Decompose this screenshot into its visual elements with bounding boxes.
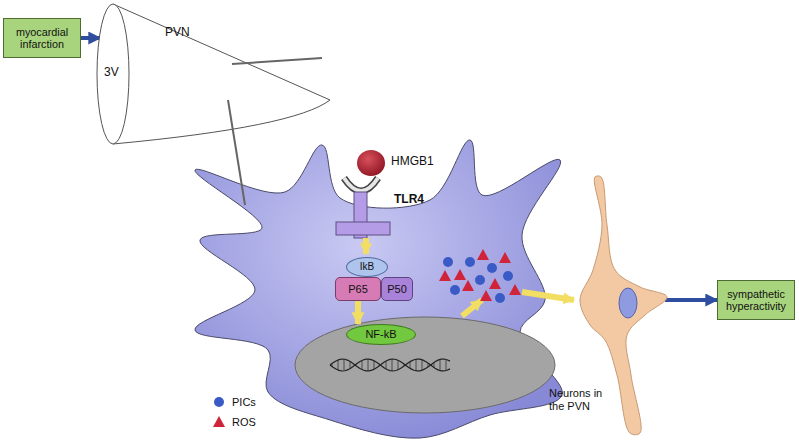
dna-rung (404, 364, 405, 366)
pic-dot (487, 263, 497, 273)
signal-arrow (522, 292, 574, 300)
ros-triangle (439, 270, 451, 281)
dna-rung (362, 360, 363, 369)
ros-triangle (509, 284, 521, 295)
dna-rung (386, 361, 387, 369)
brain-slice: 3V PVN (95, 2, 335, 145)
hmgb1-oval (355, 148, 387, 178)
dna-rung (380, 364, 381, 365)
signal-arrow (665, 298, 717, 302)
pic-dot (503, 271, 513, 281)
pic-dot (450, 285, 460, 295)
node-text: IkB (360, 261, 374, 273)
node-text: P50 (387, 283, 407, 296)
nucleus (295, 317, 555, 413)
ros-triangle (480, 290, 492, 301)
node-text: Neurons in the PVN (549, 387, 615, 412)
ros-triangle (477, 249, 489, 260)
ikb-protein: IkB (346, 257, 388, 277)
dna-strand (330, 359, 450, 371)
ros-triangle (213, 416, 225, 427)
pic-dot (465, 257, 475, 267)
dna-rung (374, 361, 375, 369)
dna-rung (446, 359, 447, 370)
section-line (232, 58, 322, 64)
receptor-cup (344, 178, 378, 191)
node-text: myocardial infarction (7, 26, 77, 51)
neuron-nucleus (619, 288, 637, 318)
ros-triangle (499, 252, 511, 263)
dna-rung (344, 359, 345, 371)
dna-helix (330, 359, 450, 371)
slice-cone (113, 4, 330, 144)
pvn-neuron: Neurons in the PVN (545, 175, 670, 437)
legend-row: PICs (212, 392, 256, 412)
dna-rung (410, 362, 411, 369)
receptor-label: TLR4 (394, 193, 424, 207)
node-text: PVN (165, 26, 190, 40)
legend-row: ROS (212, 412, 256, 432)
pic-dot (443, 257, 453, 267)
outcome-box: sympathetic hyperactivity (717, 280, 795, 320)
dna-rung (332, 364, 333, 367)
section-line (228, 100, 245, 205)
dna-rung (440, 359, 441, 370)
dna-rung (434, 362, 435, 367)
dna-rung (356, 364, 357, 365)
signal-arrow (462, 300, 482, 316)
particle-cluster (439, 249, 521, 303)
third-ventricle-face (97, 4, 129, 144)
p50-subunit: P50 (381, 277, 413, 301)
node-text: sympathetic hyperactivity (721, 288, 791, 313)
node-text: P65 (348, 283, 368, 296)
dna-rung (392, 359, 393, 371)
ros-triangle (454, 269, 466, 280)
signal-arrow (363, 238, 369, 254)
dna-rung (368, 359, 369, 371)
dna-rung (398, 360, 399, 370)
dna-rung (350, 361, 351, 368)
legend-text: PICs (232, 396, 256, 409)
nfkb-factor: NF-kB (346, 324, 416, 345)
slice-outline (95, 2, 335, 145)
dna-rung (422, 360, 423, 371)
receptor-cup (344, 178, 378, 191)
legend: PICsROS (212, 392, 256, 432)
node-text: NF-kB (365, 328, 396, 341)
receptor-foot (336, 222, 390, 235)
dna-strand (330, 359, 450, 371)
dna-rung (416, 359, 417, 371)
pic-dot (495, 293, 505, 303)
microglia-cell (195, 140, 562, 438)
pic-dot (475, 275, 485, 285)
node-text: HMGB1 (391, 155, 434, 169)
signal-arrow (355, 301, 361, 324)
legend-text: ROS (232, 416, 256, 429)
ros-triangle (462, 280, 474, 291)
legend-swatch (212, 395, 226, 409)
ros-triangle (489, 278, 501, 289)
pic-dot (214, 397, 224, 407)
p65-subunit: P65 (335, 277, 381, 301)
dna-rung (338, 360, 339, 370)
legend-swatch (212, 415, 226, 429)
dna-rung (428, 363, 429, 367)
cause-box: myocardial infarction (3, 18, 81, 58)
signal-arrow (81, 36, 100, 40)
node-text: 3V (104, 66, 119, 80)
tlr4-receptor (336, 178, 390, 238)
hmgb1-oval (357, 150, 385, 176)
hmgb1-ligand: HMGB1 (355, 148, 450, 178)
